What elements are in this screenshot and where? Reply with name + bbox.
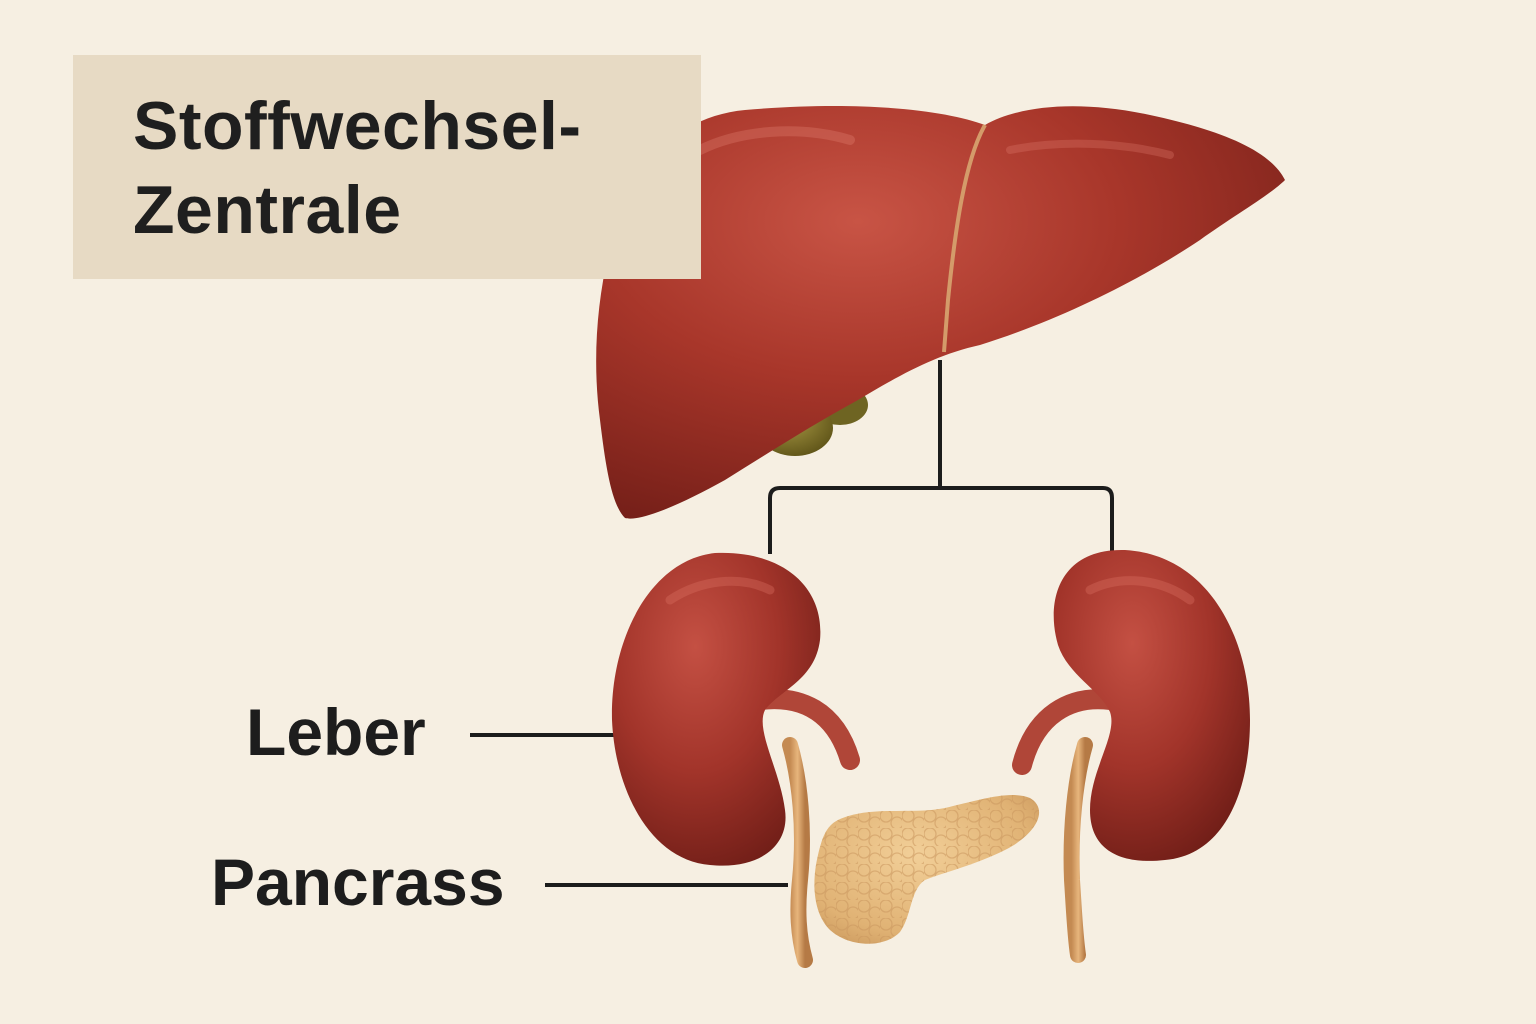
title-line-1: Stoffwechsel-: [133, 88, 582, 164]
right-kidney: [1012, 549, 1250, 963]
left-kidney: [611, 552, 860, 968]
label-leber: Leber: [246, 695, 426, 769]
title-line-2: Zentrale: [133, 172, 402, 248]
liver: [596, 105, 1285, 519]
label-pancrass: Pancrass: [211, 845, 505, 919]
title-box: Stoffwechsel- Zentrale: [73, 55, 701, 279]
pancreas: [814, 795, 1040, 944]
connector-lines: [470, 360, 1114, 887]
liver-to-kidneys-connector: [768, 360, 1114, 554]
